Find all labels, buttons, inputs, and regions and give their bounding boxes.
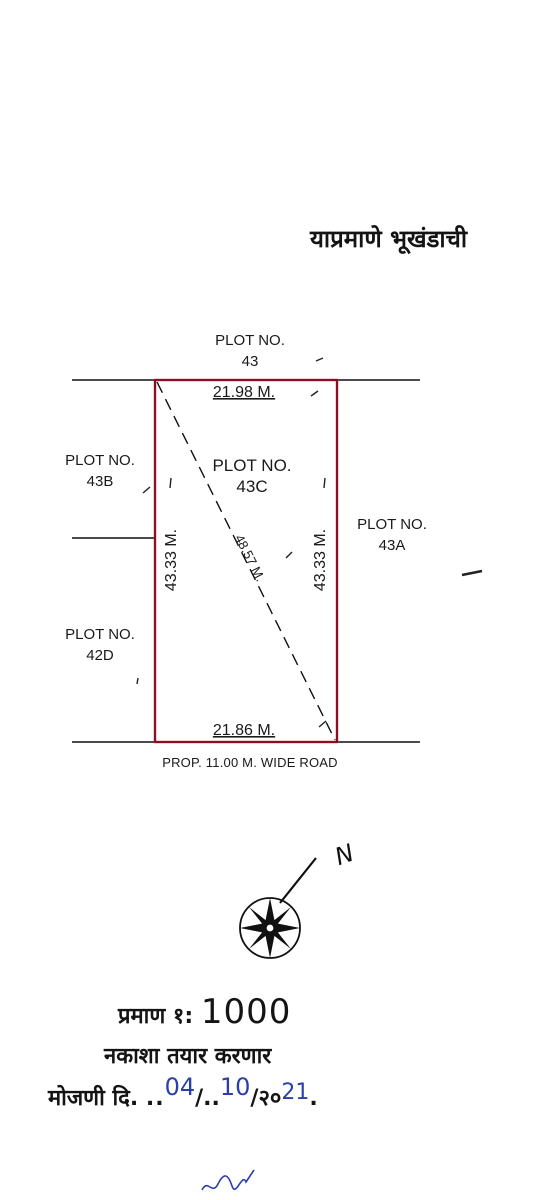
- bottom-dimension-label: 21.86 M.: [213, 722, 275, 739]
- survey-date-year-suffix: 21: [281, 1080, 310, 1105]
- plot-43-number: 43: [242, 353, 259, 370]
- survey-date-line: मोजणी दि. ..04/..10/२०21.: [48, 1073, 318, 1111]
- top-dimension-label: 21.98 M.: [213, 384, 275, 401]
- plot-43b-number: 43B: [87, 473, 114, 490]
- left-dimension-label: 43.33 M.: [163, 529, 180, 591]
- survey-date-year-prefix: २०: [258, 1086, 282, 1111]
- scale-line: प्रमाण १: 1000: [118, 992, 291, 1032]
- scale-value: 1000: [200, 992, 292, 1032]
- plot-42d-number: 42D: [86, 647, 114, 664]
- annotation-ticks: [136, 357, 483, 728]
- plot-43a-number: 43A: [379, 537, 406, 554]
- plot-43c-label: PLOT NO.: [212, 456, 291, 475]
- survey-date-label: मोजणी दि.: [48, 1086, 139, 1111]
- plot-43c-number: 43C: [236, 477, 267, 496]
- survey-date-month: 10: [219, 1073, 251, 1101]
- header-fragment: याप्रमाणे भूखंडाची: [310, 225, 468, 253]
- diagonal-dimension-line: [156, 381, 336, 741]
- right-dimension-label: 43.33 M.: [312, 529, 329, 591]
- prepared-by-label: नकाशा तयार करणार: [104, 1044, 272, 1069]
- plot-43a-label: PLOT NO.: [357, 516, 427, 533]
- diagonal-dimension-label: 48.57 M.: [232, 532, 268, 584]
- survey-date-day: 04: [164, 1073, 196, 1101]
- road-label: PROP. 11.00 M. WIDE ROAD: [162, 755, 338, 770]
- plot-43-label: PLOT NO.: [215, 332, 285, 349]
- signature: [201, 1169, 255, 1191]
- scale-label: प्रमाण १:: [118, 1004, 194, 1029]
- plot-43b-label: PLOT NO.: [65, 452, 135, 469]
- north-label: N: [331, 839, 357, 871]
- plot-42d-label: PLOT NO.: [65, 626, 135, 643]
- compass-rose-icon: [239, 857, 317, 959]
